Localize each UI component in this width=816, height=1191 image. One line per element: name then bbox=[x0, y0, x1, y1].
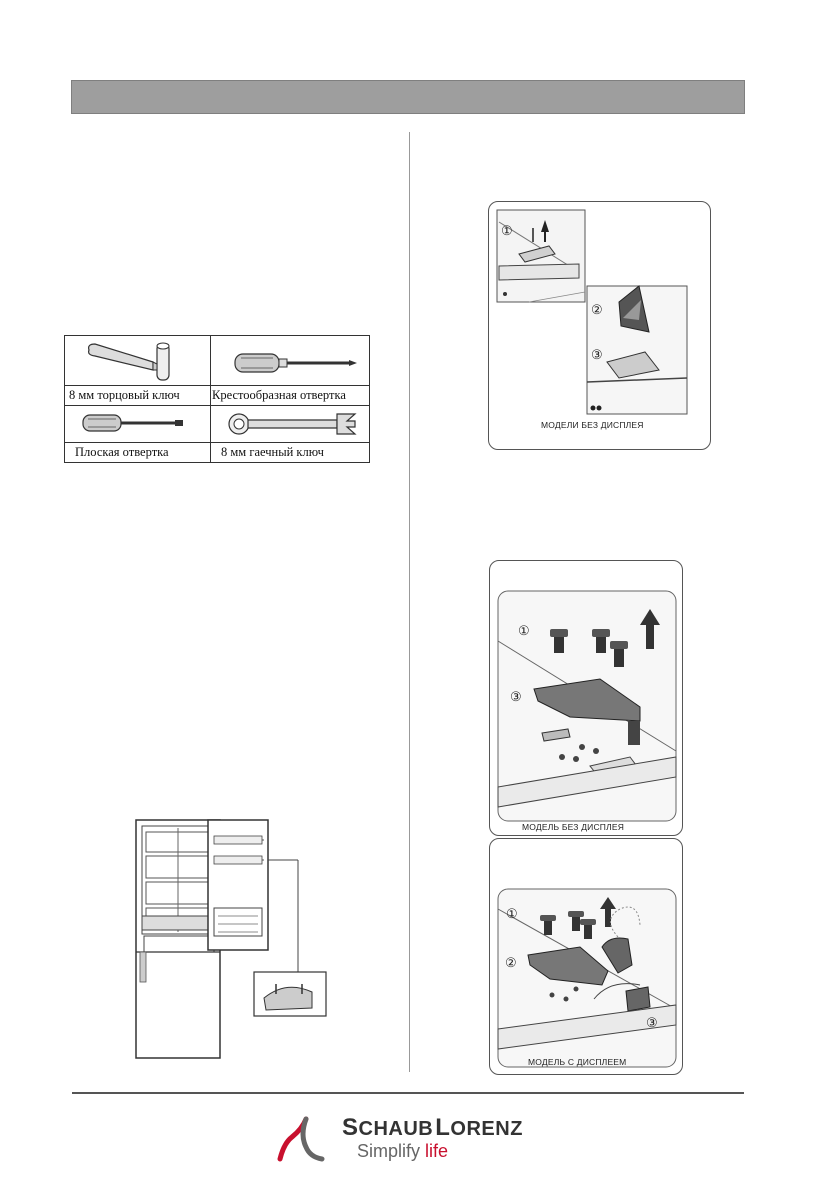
marker-three: ③ bbox=[591, 347, 603, 362]
figure-caption: МОДЕЛЬ БЕЗ ДИСПЛЕЯ bbox=[522, 822, 625, 832]
flat-screwdriver-icon bbox=[82, 414, 183, 432]
phillips-screwdriver-icon bbox=[234, 353, 357, 373]
figure-caption: МОДЕЛЬ С ДИСПЛЕЕМ bbox=[528, 1057, 627, 1067]
figure-caption: МОДЕЛИ БЕЗ ДИСПЛЕЯ bbox=[541, 420, 644, 430]
table-divider bbox=[65, 442, 369, 443]
tool-label: Плоская отвертка bbox=[75, 445, 169, 459]
top-hinge-display-diagram-icon bbox=[497, 888, 677, 1068]
column-divider bbox=[409, 132, 410, 1072]
tagline-main: Simplify bbox=[357, 1141, 421, 1161]
spanner-icon bbox=[228, 413, 357, 435]
marker-three: ③ bbox=[646, 1015, 658, 1030]
figure-hinge-removal: ① ② ③ МОДЕЛИ БЕЗ ДИСПЛЕЯ bbox=[488, 201, 711, 450]
marker-three: ③ bbox=[510, 689, 522, 704]
brand-initial: L bbox=[435, 1114, 451, 1141]
tool-label: 8 мм гаечный ключ bbox=[221, 445, 324, 459]
refrigerator-diagram-icon bbox=[135, 819, 327, 1059]
brand-logo-icon bbox=[277, 1116, 325, 1162]
marker-two: ② bbox=[591, 302, 603, 317]
tools-table: 8 мм торцовый ключ Крестообразная отверт… bbox=[64, 335, 370, 463]
socket-wrench-icon bbox=[88, 342, 170, 381]
figure-top-hinge-no-display: ① ③ МОДЕЛЬ БЕЗ ДИСПЛЕЯ bbox=[489, 560, 683, 836]
brand-initial: S bbox=[342, 1114, 359, 1141]
marker-one: ① bbox=[501, 223, 513, 238]
marker-two: ② bbox=[505, 955, 517, 970]
section-header-bar bbox=[71, 80, 745, 114]
marker-one: ① bbox=[506, 906, 518, 921]
brand-name: SCHAUBLORENZ bbox=[342, 1114, 523, 1142]
brand-text: CHAUB bbox=[358, 1118, 434, 1140]
top-hinge-diagram-icon bbox=[497, 590, 677, 822]
tagline-accent: life bbox=[425, 1141, 449, 1161]
hinge-diagram-icon bbox=[496, 209, 688, 415]
footer-divider bbox=[72, 1092, 744, 1094]
tool-label: Крестообразная отвертка bbox=[212, 388, 346, 402]
marker-one: ① bbox=[518, 623, 530, 638]
table-divider bbox=[210, 336, 211, 462]
brand-text: ORENZ bbox=[450, 1118, 523, 1140]
brand-tagline: Simplify life bbox=[357, 1141, 448, 1162]
table-divider bbox=[65, 405, 369, 406]
tool-label: 8 мм торцовый ключ bbox=[69, 388, 180, 402]
figure-top-hinge-with-display: ① ② ③ МОДЕЛЬ С ДИСПЛЕЕМ bbox=[489, 838, 683, 1075]
table-divider bbox=[65, 385, 369, 386]
